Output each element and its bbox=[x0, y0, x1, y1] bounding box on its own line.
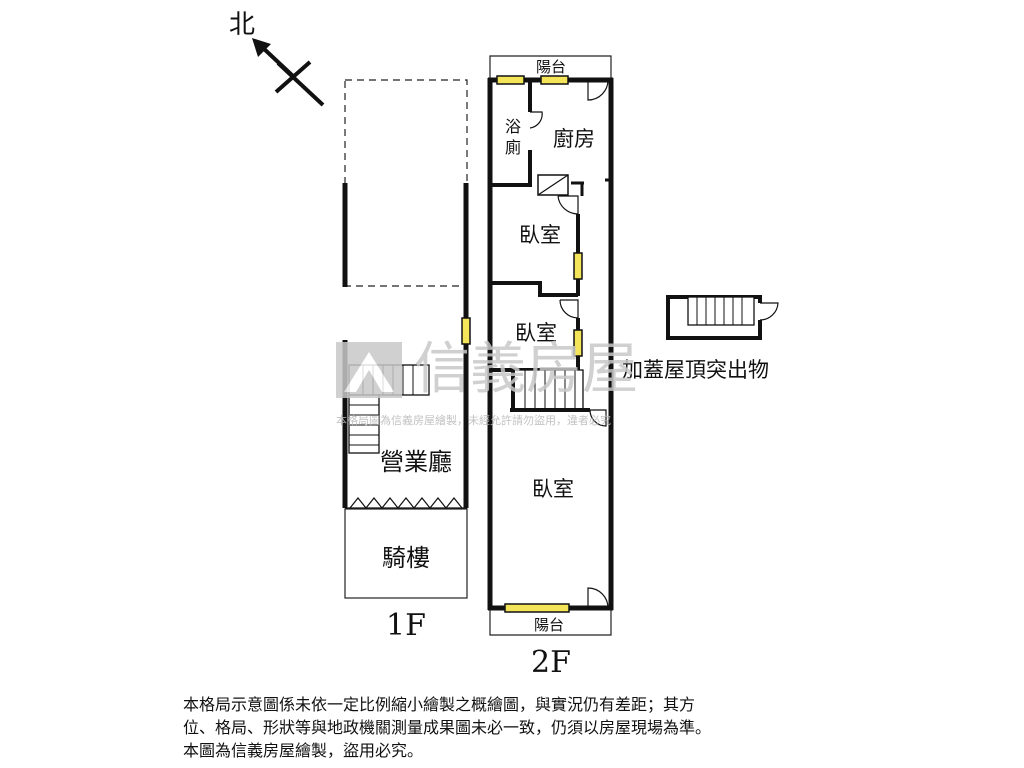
room-label-bedroom-2: 臥室 bbox=[515, 321, 557, 345]
staircase bbox=[687, 296, 755, 326]
room-label-bedroom-3: 臥室 bbox=[532, 477, 574, 501]
appliance-box bbox=[537, 174, 569, 196]
disclaimer-line: 本格局示意圖係未依一定比例縮小繪製之概繪圖，與實況仍有差距；其方 bbox=[183, 695, 696, 714]
open-area-outline bbox=[344, 79, 468, 287]
wall bbox=[666, 295, 762, 340]
window bbox=[504, 603, 570, 613]
door-swing bbox=[587, 79, 609, 101]
window bbox=[573, 329, 583, 357]
door-swing bbox=[529, 111, 543, 129]
staircase bbox=[510, 369, 590, 412]
room-label-arcade: 騎樓 bbox=[382, 544, 430, 572]
wall bbox=[490, 281, 578, 297]
balcony-outline bbox=[489, 55, 612, 80]
window bbox=[540, 75, 569, 85]
door-swing bbox=[587, 587, 609, 609]
balcony-outline bbox=[489, 608, 612, 636]
north-indicator: 北 bbox=[229, 10, 325, 107]
window bbox=[461, 317, 471, 345]
north-label: 北 bbox=[229, 10, 255, 40]
watermark: 信義房屋 本格局圖為信義房屋繪製，未經允許請勿盜用，違者必究 bbox=[336, 337, 638, 427]
floor-label-2f: 2F bbox=[531, 645, 571, 680]
watermark-brand: 信義房屋 bbox=[414, 337, 638, 402]
arcade-outline bbox=[344, 508, 468, 599]
room-label-balcony-top: 陽台 bbox=[536, 58, 566, 76]
room-label-kitchen: 廚房 bbox=[553, 127, 595, 151]
watermark-logo bbox=[336, 342, 402, 398]
window bbox=[496, 75, 525, 85]
room-label-hall: 營業廳 bbox=[380, 448, 452, 476]
north-arrow-shaft bbox=[260, 45, 296, 79]
door-swing bbox=[557, 195, 579, 215]
rooftop-label: 加蓋屋頂突出物 bbox=[622, 358, 769, 382]
disclaimer: 本格局示意圖係未依一定比例縮小繪製之概繪圖，與實況仍有差距；其方 位、格局、形狀… bbox=[183, 693, 863, 762]
room-label-bath-2: 廁 bbox=[505, 138, 521, 157]
disclaimer-line: 位、格局、形狀等與地政機關測量成果圖未必一致，仍須以房屋現場為準。 bbox=[183, 718, 712, 737]
room-label-balcony-bottom: 陽台 bbox=[534, 616, 564, 634]
window bbox=[573, 252, 583, 280]
disclaimer-line: 本圖為信義房屋繪製，盜用必究。 bbox=[183, 741, 424, 760]
room-label-bedroom-1: 臥室 bbox=[519, 223, 561, 247]
door-swing bbox=[759, 302, 779, 321]
rooftop-structure: 加蓋屋頂突出物 bbox=[622, 295, 779, 382]
watermark-notice: 本格局圖為信義房屋繪製，未經允許請勿盜用，違者必究 bbox=[336, 413, 611, 427]
door-swing bbox=[589, 409, 607, 427]
door-swing bbox=[559, 299, 579, 319]
folding-door bbox=[349, 497, 463, 509]
room-label-bath-1: 浴 bbox=[505, 117, 521, 136]
north-arrow-head bbox=[252, 38, 271, 57]
floor-label-1f: 1F bbox=[386, 608, 426, 643]
floor-2f: 陽台 浴 廁 廚房 臥室 臥室 臥室 陽台 2F bbox=[487, 55, 614, 680]
